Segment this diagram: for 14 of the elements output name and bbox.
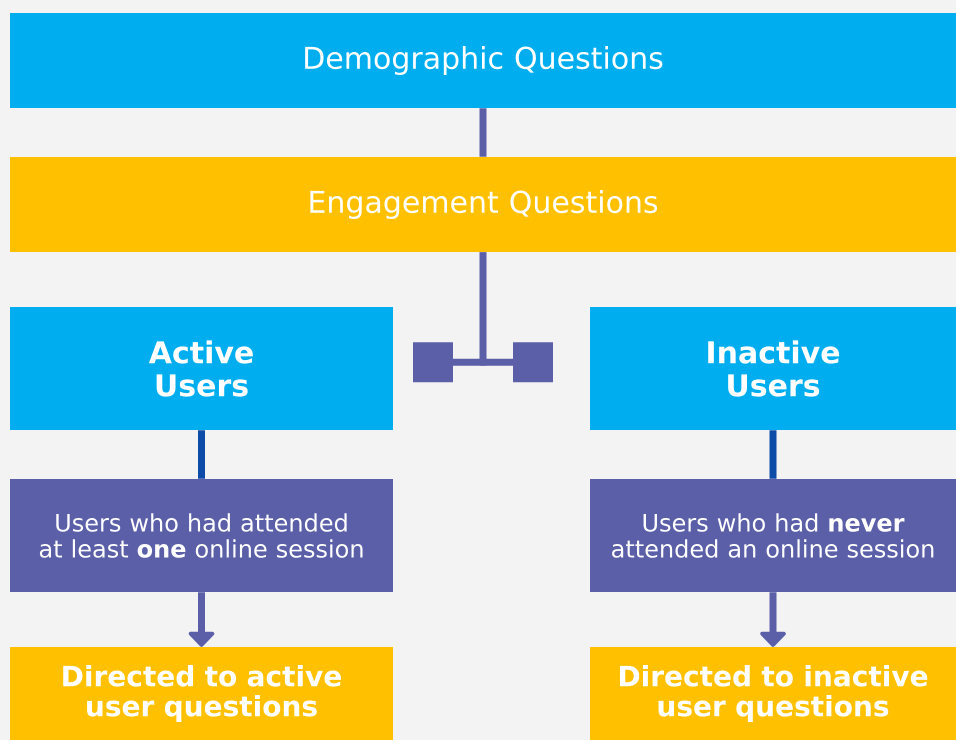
description-box: Users who had attended at least one online session [10,479,393,592]
section-header: Engagement Questions [10,157,956,252]
section-header: Demographic Questions [10,13,956,108]
connector [198,430,205,479]
arrow [188,592,214,647]
outcome-box: Directed to active user questions [10,647,393,740]
connector [770,430,776,479]
group-box: Active Users [10,307,393,430]
description-box: Users who had never attended an online session [590,479,956,592]
arrow [760,592,786,647]
outcome-box: Directed to inactive user questions [590,647,956,740]
connector [480,252,553,382]
group-box: Inactive Users [590,307,956,430]
connector [480,108,486,157]
